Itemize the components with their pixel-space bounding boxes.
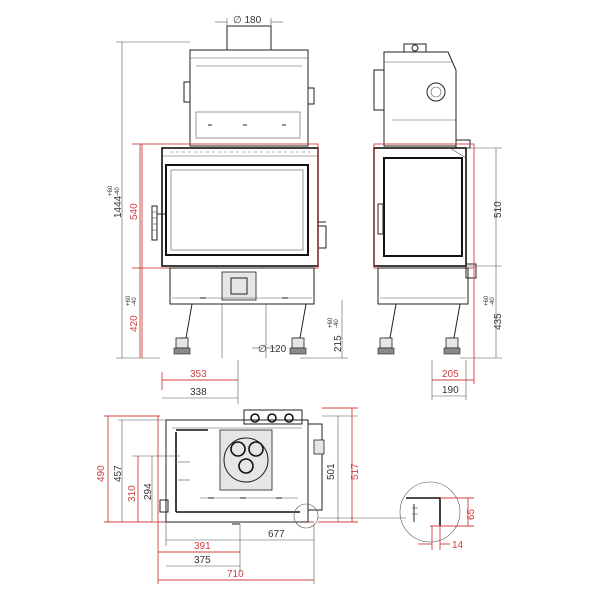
- side-door-height-label: 510: [493, 201, 504, 218]
- top-depth-294-label: 294: [143, 483, 154, 500]
- side-depth-black-label: 190: [442, 385, 459, 396]
- top-depth-inner-label: 457: [113, 465, 124, 482]
- front-flue-pipe: [226, 25, 272, 51]
- side-flue-collar: [426, 82, 446, 102]
- detail-callout: 65 14: [318, 481, 477, 551]
- svg-text:+60: +60: [108, 185, 114, 196]
- front-inlet-height-label: 215: [333, 335, 344, 352]
- top-depth-501-label: 501: [326, 463, 337, 480]
- front-view: ∅ 180: [108, 15, 348, 404]
- svg-text:-40: -40: [115, 187, 121, 196]
- front-door-handle: [151, 205, 158, 241]
- top-width-391-label: 391: [194, 541, 211, 552]
- front-total-height-label: 1444: [113, 195, 124, 218]
- front-flue-diameter-label: ∅ 180: [233, 15, 262, 26]
- top-flue-plate: [219, 429, 273, 491]
- front-air-inlet-box: [221, 271, 257, 301]
- top-detail-marker: [293, 503, 319, 529]
- top-view: 490 457 310 294 501 517 677 391 375 710: [96, 407, 361, 584]
- front-air-inlet-diameter-label: ∅ 120: [258, 344, 287, 355]
- front-door-height-label: 540: [129, 203, 140, 220]
- top-flue-ring: [223, 437, 269, 483]
- front-upper-housing: [189, 49, 309, 147]
- detail-width-label: 14: [452, 540, 464, 551]
- front-leg-left: [178, 303, 193, 339]
- svg-text:-40: -40: [490, 297, 496, 306]
- side-base-frame: [377, 267, 469, 305]
- detail-circle: [399, 481, 461, 543]
- side-leg-right: [446, 303, 461, 339]
- side-door-handle: [377, 203, 384, 235]
- front-base-frame: [169, 267, 315, 305]
- top-depth-red-outer-label: 490: [96, 465, 107, 482]
- front-offset-red-label: 353: [190, 369, 207, 380]
- front-leg-right: [292, 303, 307, 339]
- svg-text:-40: -40: [334, 319, 340, 328]
- front-base-height-label: 420: [129, 315, 140, 332]
- svg-text:-40: -40: [132, 297, 138, 306]
- top-depth-517-label: 517: [350, 463, 361, 480]
- front-glass-door: [165, 164, 309, 256]
- top-depth-red-inner-label: 310: [127, 485, 138, 502]
- side-depth-red-label: 205: [442, 369, 459, 380]
- front-offset-black-label: 338: [190, 387, 207, 398]
- side-view: 510 435 +60 -40 205 190: [373, 43, 504, 400]
- side-upper-housing: [383, 51, 457, 147]
- top-width-677-label: 677: [268, 529, 285, 540]
- side-glass-door: [383, 157, 463, 257]
- svg-text:+60: +60: [126, 295, 132, 306]
- top-width-710-label: 710: [227, 569, 244, 580]
- side-base-height-label: 435: [493, 313, 504, 330]
- svg-text:+60: +60: [484, 295, 490, 306]
- top-width-375-label: 375: [194, 555, 211, 566]
- svg-text:+60: +60: [328, 317, 334, 328]
- detail-height-label: 65: [466, 508, 477, 520]
- side-leg-left: [382, 303, 397, 339]
